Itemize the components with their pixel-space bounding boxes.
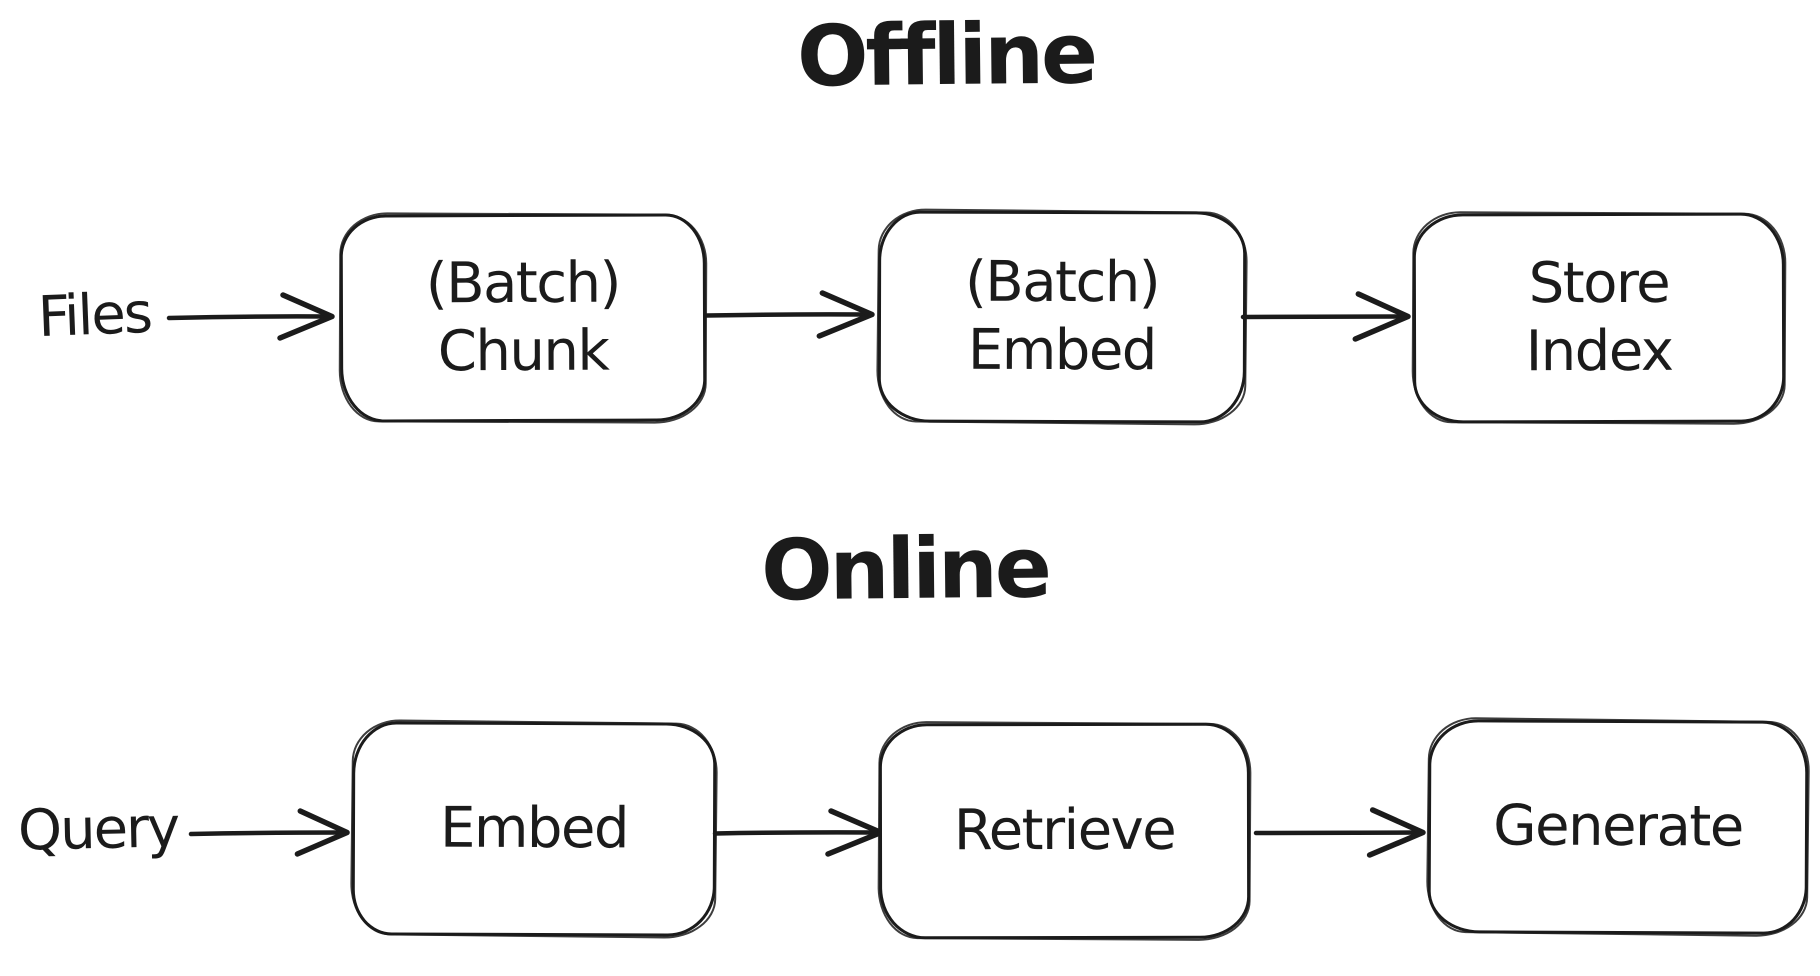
node-label-line: (Batch) bbox=[964, 249, 1160, 315]
section-title-online: Online bbox=[760, 518, 1050, 620]
arrow-right-icon bbox=[712, 808, 884, 857]
input-label-files: Files bbox=[36, 280, 153, 351]
arrow-right-icon bbox=[1253, 807, 1426, 858]
arrow-right-icon bbox=[188, 808, 350, 857]
node-embed: Embed bbox=[351, 721, 717, 937]
node-label-line: Retrieve bbox=[953, 797, 1176, 864]
node-batch-embed: (Batch) Embed bbox=[877, 210, 1247, 424]
input-label-query: Query bbox=[17, 795, 179, 864]
node-label-line: Index bbox=[1525, 318, 1673, 385]
node-label-line: Store bbox=[1528, 250, 1670, 316]
node-generate: Generate bbox=[1427, 719, 1809, 935]
arrow-right-icon bbox=[166, 292, 335, 341]
node-label-line: Embed bbox=[967, 317, 1156, 384]
node-label-line: Embed bbox=[439, 795, 629, 862]
node-label-line: (Batch) bbox=[425, 250, 621, 317]
node-label-line: Chunk bbox=[437, 318, 609, 385]
node-label-line: Generate bbox=[1493, 793, 1743, 860]
arrow-right-icon bbox=[1240, 291, 1411, 342]
arrow-right-icon bbox=[704, 290, 875, 339]
node-store-index: Store Index bbox=[1412, 212, 1786, 424]
node-batch-chunk: (Batch) Chunk bbox=[339, 213, 707, 423]
section-title-offline: Offline bbox=[796, 4, 1096, 106]
node-retrieve: Retrieve bbox=[878, 722, 1251, 940]
